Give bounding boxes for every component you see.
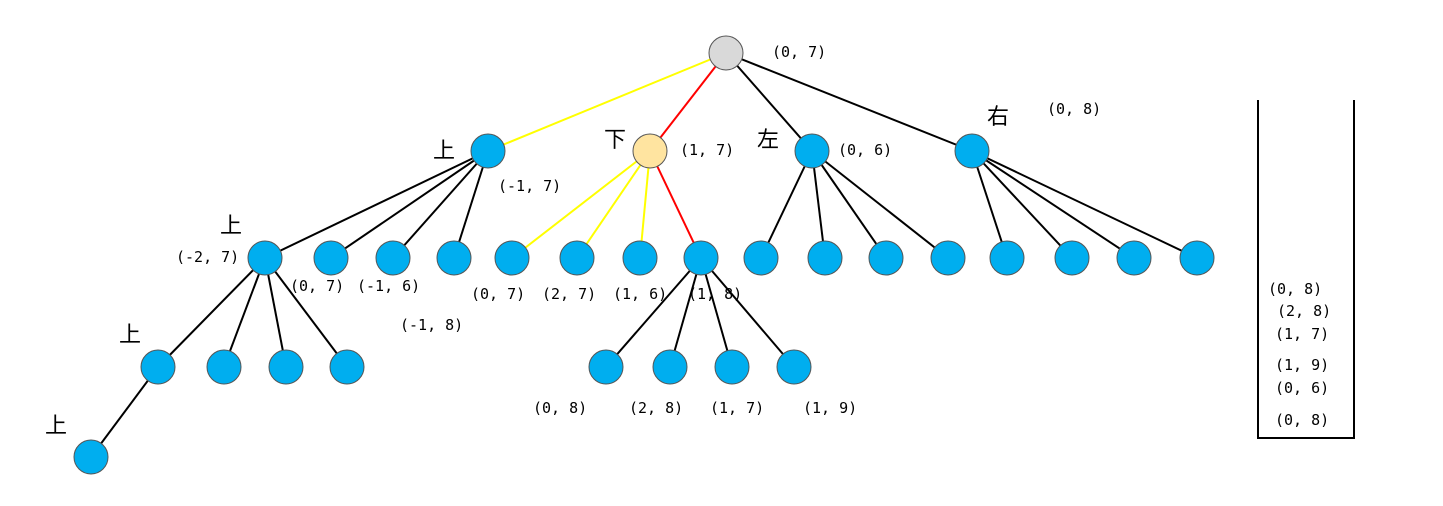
edge-d4-g3 [700, 257, 733, 368]
edge-up-a3 [392, 150, 489, 259]
direction-label-up-4: 上 [45, 414, 67, 439]
node-r3 [1116, 240, 1152, 276]
edge-down-d3 [639, 150, 651, 259]
edge-d4-g4 [700, 257, 795, 368]
stack-container [1257, 100, 1355, 439]
node-aa1 [140, 349, 176, 385]
label-g3: (1, 7) [710, 399, 764, 417]
direction-label-up-3: 上 [119, 323, 141, 348]
node-d3 [622, 240, 658, 276]
node-up [470, 133, 506, 169]
label-down-c1: (0, 7) [471, 285, 525, 303]
direction-labels: 上 下 左 右 上 上 上 [45, 105, 1009, 439]
node-root [708, 35, 744, 71]
label-up-c4: (-1, 8) [400, 316, 463, 334]
label-up-up: (-2, 7) [176, 248, 239, 266]
node-l4 [930, 240, 966, 276]
label-up: (-1, 7) [498, 177, 561, 195]
label-g4: (1, 9) [803, 399, 857, 417]
direction-label-up-1: 上 [433, 139, 455, 164]
edge-left-l2 [811, 150, 826, 259]
stack: (0, 8) (2, 8) (1, 7) (1, 9) (0, 6) (0, 8… [1257, 100, 1355, 439]
node-down [632, 133, 668, 169]
edge-up-a4 [453, 150, 489, 259]
edge-a1-aa4 [264, 257, 348, 368]
label-down-c2: (2, 7) [542, 285, 596, 303]
node-aaa1 [73, 439, 109, 475]
label-root: (0, 7) [772, 43, 826, 61]
edge-left-l3 [811, 150, 887, 259]
edge-right-r3 [971, 150, 1135, 259]
direction-label-left-1: 左 [757, 128, 779, 153]
node-g3 [714, 349, 750, 385]
node-right [954, 133, 990, 169]
label-right: (0, 8) [1047, 100, 1101, 118]
label-up-c2: (0, 7) [290, 277, 344, 295]
edge-down-d1 [511, 150, 651, 259]
edge-a1-aa3 [264, 257, 287, 368]
edge-up-a2 [330, 150, 489, 259]
edge-d4-g1 [605, 257, 702, 368]
node-a4 [436, 240, 472, 276]
node-g1 [588, 349, 624, 385]
edge-root-down [649, 52, 727, 152]
edge-a1-aa2 [223, 257, 266, 368]
direction-label-right-1: 右 [987, 105, 1009, 130]
direction-label-up-2: 上 [220, 214, 242, 239]
node-l3 [868, 240, 904, 276]
edge-d4-g2 [669, 257, 702, 368]
stack-item-4: (1, 9) [1275, 356, 1329, 374]
tree-edges [90, 52, 1198, 458]
edge-right-r4 [971, 150, 1198, 259]
direction-label-down-1: 下 [604, 128, 626, 153]
node-l1 [743, 240, 779, 276]
node-aa4 [329, 349, 365, 385]
node-d1 [494, 240, 530, 276]
edge-root-right [725, 52, 973, 152]
node-r1 [989, 240, 1025, 276]
tree-nodes [73, 35, 1215, 475]
node-r2 [1054, 240, 1090, 276]
node-left [794, 133, 830, 169]
node-a3 [375, 240, 411, 276]
edge-right-r2 [971, 150, 1073, 259]
label-g1: (0, 8) [533, 399, 587, 417]
node-g2 [652, 349, 688, 385]
node-aa3 [268, 349, 304, 385]
node-l2 [807, 240, 843, 276]
edge-up-a1 [264, 150, 489, 259]
edge-aa1-aaa1 [90, 366, 159, 458]
edge-right-r1 [971, 150, 1008, 259]
edge-root-left [725, 52, 813, 152]
edge-down-d4 [649, 150, 702, 259]
node-a2 [313, 240, 349, 276]
stack-item-3: (1, 7) [1275, 325, 1329, 343]
edge-left-l1 [760, 150, 813, 259]
node-aa2 [206, 349, 242, 385]
label-up-c3: (-1, 6) [357, 277, 420, 295]
label-down: (1, 7) [680, 141, 734, 159]
edge-left-l4 [811, 150, 949, 259]
node-g4 [776, 349, 812, 385]
label-down-c4: (1, 8) [688, 285, 742, 303]
stack-item-2: (2, 8) [1277, 302, 1331, 320]
node-labels: (0, 7) (-1, 7) (1, 7) (0, 6) (0, 8) (-2,… [176, 43, 1101, 417]
stack-item-1: (0, 8) [1268, 280, 1322, 298]
label-g2: (2, 8) [629, 399, 683, 417]
edge-root-up [487, 52, 727, 152]
label-left: (0, 6) [838, 141, 892, 159]
node-a1 [247, 240, 283, 276]
node-d4 [683, 240, 719, 276]
node-r4 [1179, 240, 1215, 276]
node-d2 [559, 240, 595, 276]
edge-down-d2 [576, 150, 651, 259]
stack-item-6: (0, 8) [1275, 411, 1329, 429]
label-down-c3: (1, 6) [613, 285, 667, 303]
stack-item-5: (0, 6) [1275, 379, 1329, 397]
edge-a1-aa1 [157, 257, 266, 368]
